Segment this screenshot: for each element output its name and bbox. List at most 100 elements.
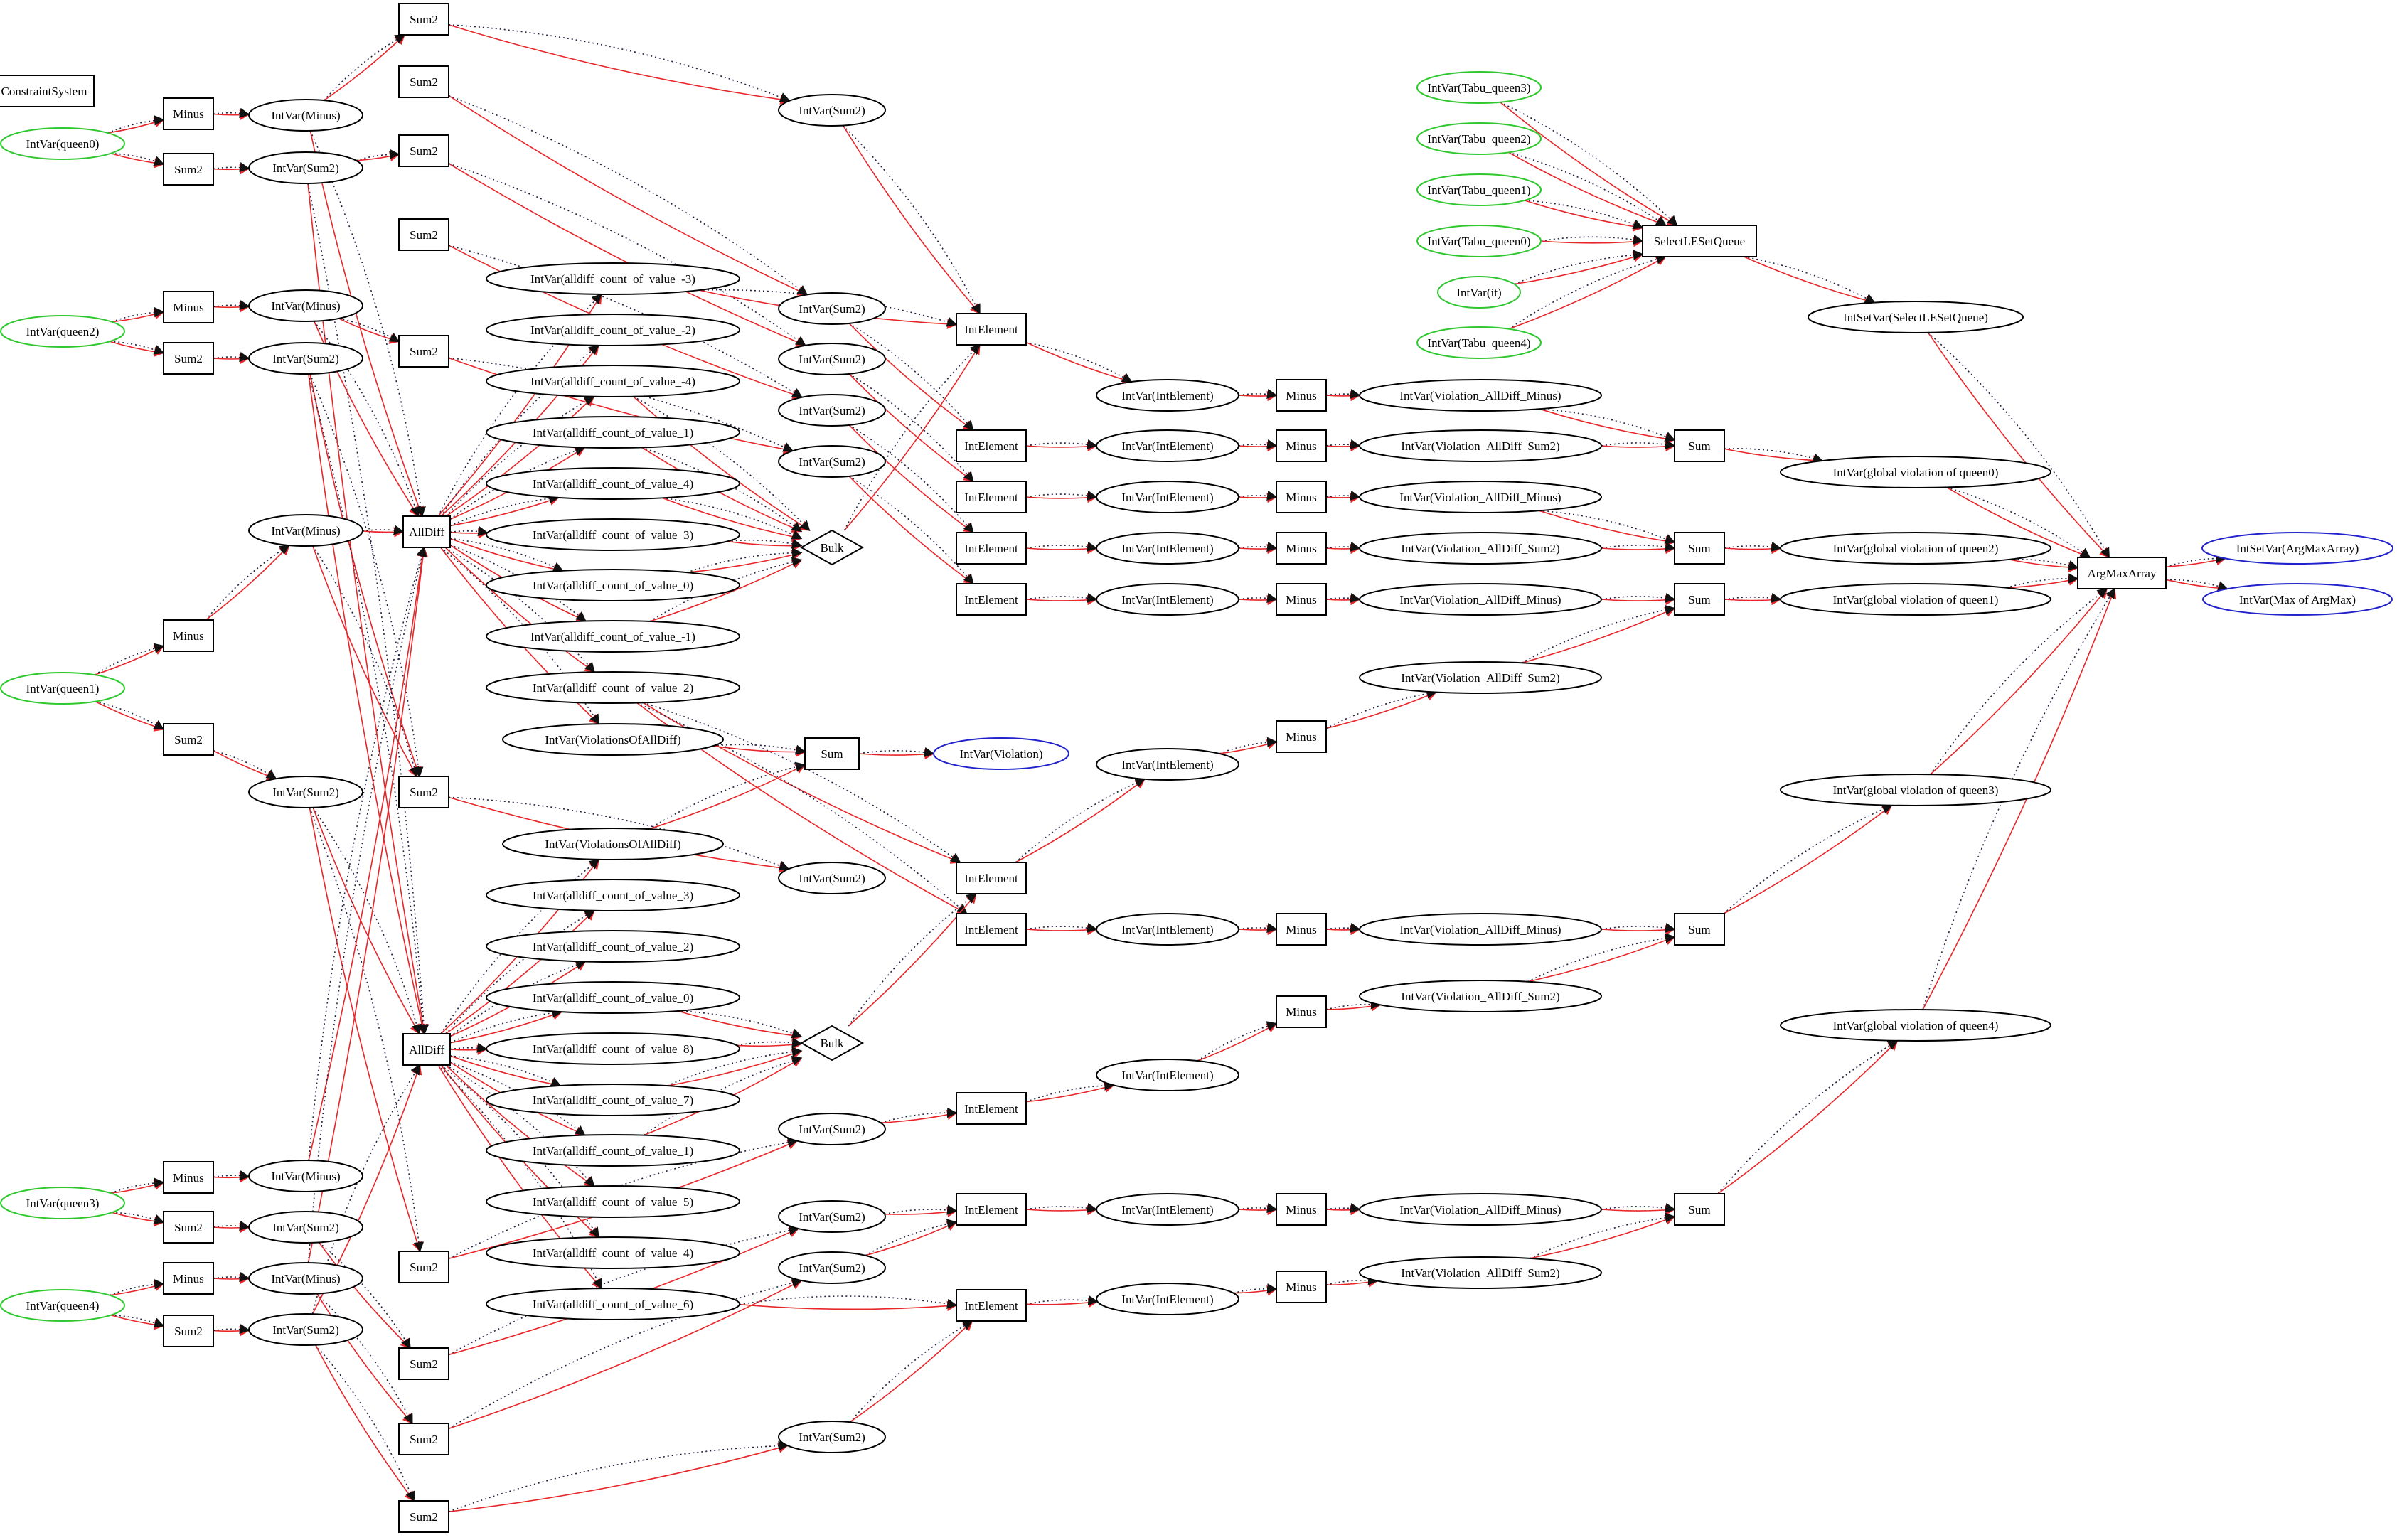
node-ellipse bbox=[1780, 774, 2051, 806]
node-label: IntVar(Sum2) bbox=[272, 161, 338, 175]
edge-dotted bbox=[449, 1042, 488, 1053]
node-label: IntVar(IntElement) bbox=[1121, 1203, 1213, 1217]
node-label: Minus bbox=[1286, 1280, 1316, 1294]
node-label: IntVar(alldiff_count_of_value_2) bbox=[533, 940, 693, 953]
node-vm1: IntVar(Minus) bbox=[248, 514, 363, 547]
edge-solid bbox=[842, 125, 981, 315]
node-box bbox=[398, 1251, 449, 1283]
edge-dotted bbox=[1025, 541, 1098, 552]
node-box bbox=[163, 153, 214, 186]
edge-dotted bbox=[213, 161, 250, 173]
node-box bbox=[1276, 429, 1327, 462]
edge-solid bbox=[1508, 151, 1667, 228]
node-mi3: Minus bbox=[1276, 481, 1327, 513]
node-box bbox=[163, 97, 214, 130]
edge-dotted bbox=[307, 546, 427, 1263]
node-label: IntVar(Violation_AllDiff_Minus) bbox=[1399, 491, 1561, 504]
node-label: IntVar(Tabu_queen2) bbox=[1427, 132, 1530, 146]
edge-dotted bbox=[110, 152, 165, 166]
node-s2: Sum2 bbox=[163, 342, 214, 375]
node-label: IntVar(Sum2) bbox=[799, 1431, 865, 1444]
edge-solid bbox=[848, 476, 974, 584]
node-q1: IntVar(queen1) bbox=[0, 672, 125, 705]
node-q3: IntVar(queen3) bbox=[0, 1187, 125, 1219]
edge-dotted bbox=[662, 497, 803, 540]
node-label: IntVar(alldiff_count_of_value_4) bbox=[533, 477, 693, 491]
edge-dotted bbox=[448, 796, 790, 871]
node-vsT6: IntVar(Sum2) bbox=[778, 862, 886, 894]
edge-solid bbox=[314, 1344, 415, 1502]
edge-dotted bbox=[1025, 490, 1098, 501]
node-ellipse bbox=[248, 151, 363, 184]
node-ellipse bbox=[778, 1421, 886, 1453]
node-su1: Sum bbox=[1674, 429, 1725, 462]
node-mi4: Minus bbox=[1276, 532, 1327, 565]
node-ellipse bbox=[778, 1113, 886, 1145]
node-ellipse bbox=[1359, 661, 1602, 694]
node-ie5: IntElement bbox=[956, 583, 1027, 616]
edge-dotted bbox=[2006, 573, 2079, 589]
node-label: IntVar(queen0) bbox=[26, 137, 100, 151]
node-vs2: IntVar(Sum2) bbox=[248, 342, 363, 375]
edge-solid bbox=[1238, 543, 1278, 555]
node-ellipse bbox=[1416, 71, 1542, 104]
node-label: Minus bbox=[173, 629, 203, 643]
node-label: IntVar(Sum2) bbox=[799, 455, 865, 469]
node-box bbox=[1276, 583, 1327, 616]
node-vsB2: IntVar(Sum2) bbox=[778, 1200, 886, 1233]
node-label: IntVar(IntElement) bbox=[1121, 923, 1213, 936]
node-vie2: IntVar(IntElement) bbox=[1096, 429, 1239, 462]
edge-dotted bbox=[686, 547, 803, 573]
edge-solid bbox=[1025, 1082, 1115, 1103]
node-label: Sum2 bbox=[174, 1325, 203, 1338]
node-sumv: Sum bbox=[804, 737, 860, 770]
edge-solid bbox=[843, 343, 981, 531]
node-ellipse bbox=[486, 262, 740, 295]
edge-dotted bbox=[312, 807, 422, 1035]
edge-dotted bbox=[2165, 579, 2228, 592]
edge-solid bbox=[1524, 200, 1644, 232]
edge-solid bbox=[667, 1049, 803, 1086]
node-mi9: Minus bbox=[1276, 1193, 1327, 1226]
node-label: IntElement bbox=[964, 323, 1018, 336]
edge-dotted bbox=[1601, 1202, 1676, 1214]
edge-dotted bbox=[1530, 1212, 1676, 1259]
edge-solid bbox=[1601, 441, 1676, 452]
edge-solid bbox=[1238, 924, 1278, 936]
edge-dotted bbox=[739, 1295, 958, 1309]
node-q0: IntVar(queen0) bbox=[0, 127, 125, 160]
node-label: IntVar(global violation of queen2) bbox=[1833, 542, 1999, 555]
node-t2: IntVar(Tabu_queen2) bbox=[1416, 122, 1542, 155]
node-va10: IntVar(Violation_AllDiff_Sum2) bbox=[1359, 1256, 1602, 1289]
edge-solid bbox=[1514, 252, 1644, 285]
edge-solid bbox=[1238, 390, 1278, 402]
edge-solid bbox=[213, 1273, 250, 1285]
node-label: IntVar(Sum2) bbox=[799, 404, 865, 417]
node-ellipse bbox=[486, 620, 740, 653]
edge-solid bbox=[1325, 390, 1361, 402]
node-label: IntSetVar(ArgMaxArray) bbox=[2236, 542, 2359, 555]
edge-dotted bbox=[843, 343, 981, 531]
node-label: IntVar(alldiff_count_of_value_3) bbox=[533, 528, 693, 542]
edge-solid bbox=[110, 1315, 165, 1330]
node-ellipse bbox=[1359, 1193, 1602, 1226]
node-box bbox=[1642, 225, 1757, 257]
node-d8: IntVar(alldiff_count_of_value_4) bbox=[486, 1236, 740, 1269]
edge-solid bbox=[362, 527, 405, 538]
node-label: IntVar(IntElement) bbox=[1121, 593, 1213, 606]
node-vs4: IntVar(Sum2) bbox=[248, 1313, 363, 1346]
node-mi7: Minus bbox=[1276, 913, 1327, 946]
edge-solid bbox=[324, 34, 405, 101]
node-label: IntElement bbox=[964, 542, 1018, 555]
node-ellipse bbox=[778, 862, 886, 894]
edge-dotted bbox=[213, 1220, 250, 1231]
node-box bbox=[1276, 913, 1327, 946]
edge-dotted bbox=[110, 1314, 165, 1328]
node-label: IntVar(it) bbox=[1456, 286, 1501, 299]
edge-dotted bbox=[667, 1047, 803, 1086]
edge-dotted bbox=[448, 1440, 789, 1512]
node-label: IntVar(Sum2) bbox=[272, 786, 338, 799]
node-ellipse bbox=[486, 1032, 740, 1065]
node-c9: IntVar(alldiff_count_of_value_2) bbox=[486, 671, 740, 704]
edge-solid bbox=[94, 645, 165, 675]
